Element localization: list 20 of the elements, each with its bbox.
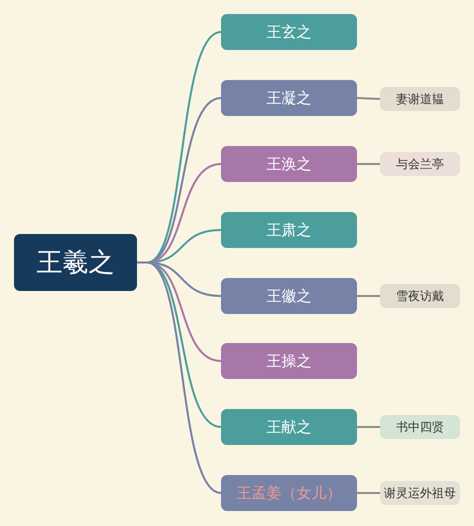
note-box: 与会兰亭	[380, 152, 460, 176]
branch-box: 王涣之	[221, 146, 357, 182]
note-box: 谢灵运外祖母	[380, 481, 460, 505]
branch-box: 王献之	[221, 409, 357, 445]
connector-line	[357, 295, 380, 297]
connector-line	[137, 262, 222, 494]
note-box: 雪夜访戴	[380, 284, 460, 308]
branch-box: 王肃之	[221, 212, 357, 248]
branch-box: 王孟姜（女儿）	[221, 475, 357, 511]
note-box: 妻谢道韫	[380, 87, 460, 111]
root-box: 王羲之	[14, 234, 137, 291]
connector-line	[357, 426, 380, 428]
connector-line	[356, 97, 380, 100]
branch-box: 王徽之	[221, 278, 357, 314]
note-box: 书中四贤	[380, 415, 460, 439]
connector-line	[357, 492, 380, 494]
branch-box: 王凝之	[221, 80, 357, 116]
branch-box: 王操之	[221, 343, 357, 379]
connector-line	[357, 163, 380, 165]
branch-box: 王玄之	[221, 14, 357, 50]
